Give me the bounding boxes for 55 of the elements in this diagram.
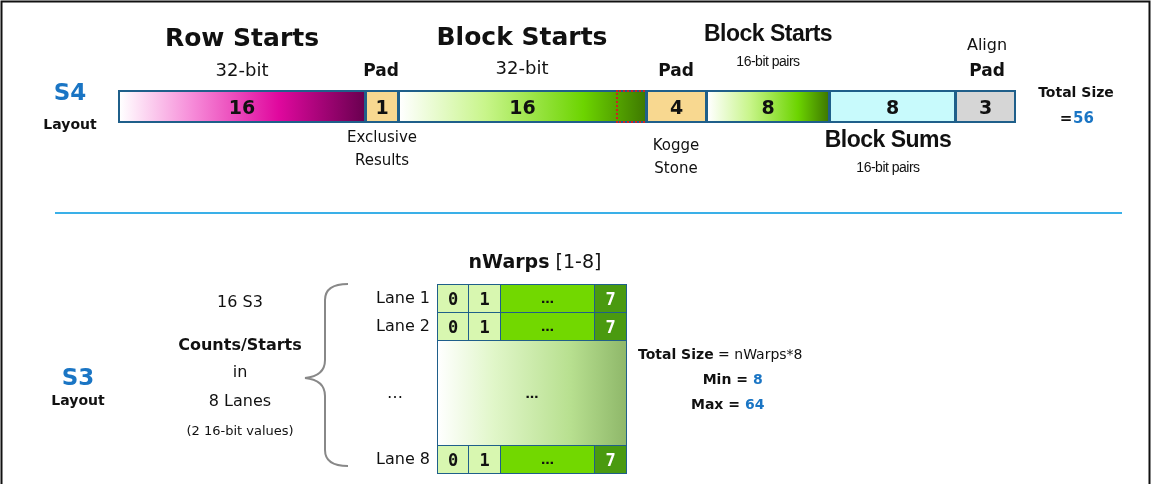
- field-caption: Align: [966, 36, 1008, 54]
- field-caption: 16-bit pairs: [856, 160, 920, 176]
- row-label: Lane 1: [376, 289, 430, 307]
- field-caption: Pad: [363, 60, 399, 80]
- description-text: Counts/Starts: [178, 336, 302, 354]
- grid-cell: 7: [594, 284, 627, 313]
- section-heading: Block Starts: [436, 23, 608, 51]
- field-caption: 32-bit: [495, 58, 549, 78]
- grid-cell: 0: [437, 445, 469, 474]
- grid-cell: …: [500, 445, 595, 474]
- section-title: S4: [53, 80, 87, 106]
- field-caption: Pad: [658, 60, 694, 80]
- grid-cell: 7: [594, 445, 627, 474]
- total-value: 8: [753, 372, 763, 388]
- grid-cell: 7: [594, 312, 627, 341]
- section-title: S3: [61, 365, 95, 391]
- description-text: 8 Lanes: [208, 392, 272, 410]
- section-heading: Block Starts: [703, 21, 833, 47]
- total-caption: Total Size = nWarps*8: [638, 347, 803, 363]
- grid-cell: 0: [437, 312, 469, 341]
- segment-value: 16: [509, 95, 536, 118]
- grid-cell: 0: [437, 284, 469, 313]
- total-caption: Total Size: [1038, 85, 1114, 101]
- description-text: in: [232, 363, 248, 381]
- field-caption: Pad: [969, 60, 1005, 80]
- total-value: 56: [1073, 109, 1094, 127]
- row-label: Lane 8: [376, 450, 430, 468]
- grid-heading: nWarps [1-8]: [468, 250, 602, 272]
- pad-segment: 3: [955, 90, 1016, 123]
- description-text: (2 16-bit values): [186, 423, 294, 439]
- section-heading: Block Sums: [824, 127, 952, 153]
- section-heading: Row Starts: [164, 24, 320, 52]
- description-text: 16 S3: [217, 293, 263, 311]
- row-label: …: [387, 384, 403, 402]
- field-caption: 32-bit: [215, 60, 269, 80]
- grid-cell: …: [500, 284, 595, 313]
- field-note: Exclusive Results: [346, 126, 418, 170]
- field-caption: 16-bit pairs: [736, 54, 800, 70]
- field-note: Kogge Stone: [651, 134, 701, 178]
- section-subtitle: Layout: [43, 117, 97, 133]
- total-caption: =: [1059, 109, 1073, 127]
- pad-segment: 4: [646, 90, 707, 123]
- grid-block: …: [437, 340, 627, 446]
- memory-segment: 16: [118, 90, 366, 123]
- section-subtitle: Layout: [51, 393, 105, 409]
- grid-cell: 1: [468, 445, 501, 474]
- row-label: Lane 2: [376, 317, 430, 335]
- memory-segment: 8: [706, 90, 830, 123]
- total-value: 64: [745, 397, 765, 413]
- total-caption: Min =: [702, 372, 748, 388]
- pad-segment: 1: [365, 90, 399, 123]
- memory-segment: 8: [829, 90, 956, 123]
- grid-cell: …: [500, 312, 595, 341]
- total-caption: Max =: [691, 397, 740, 413]
- memory-segment: [398, 90, 647, 123]
